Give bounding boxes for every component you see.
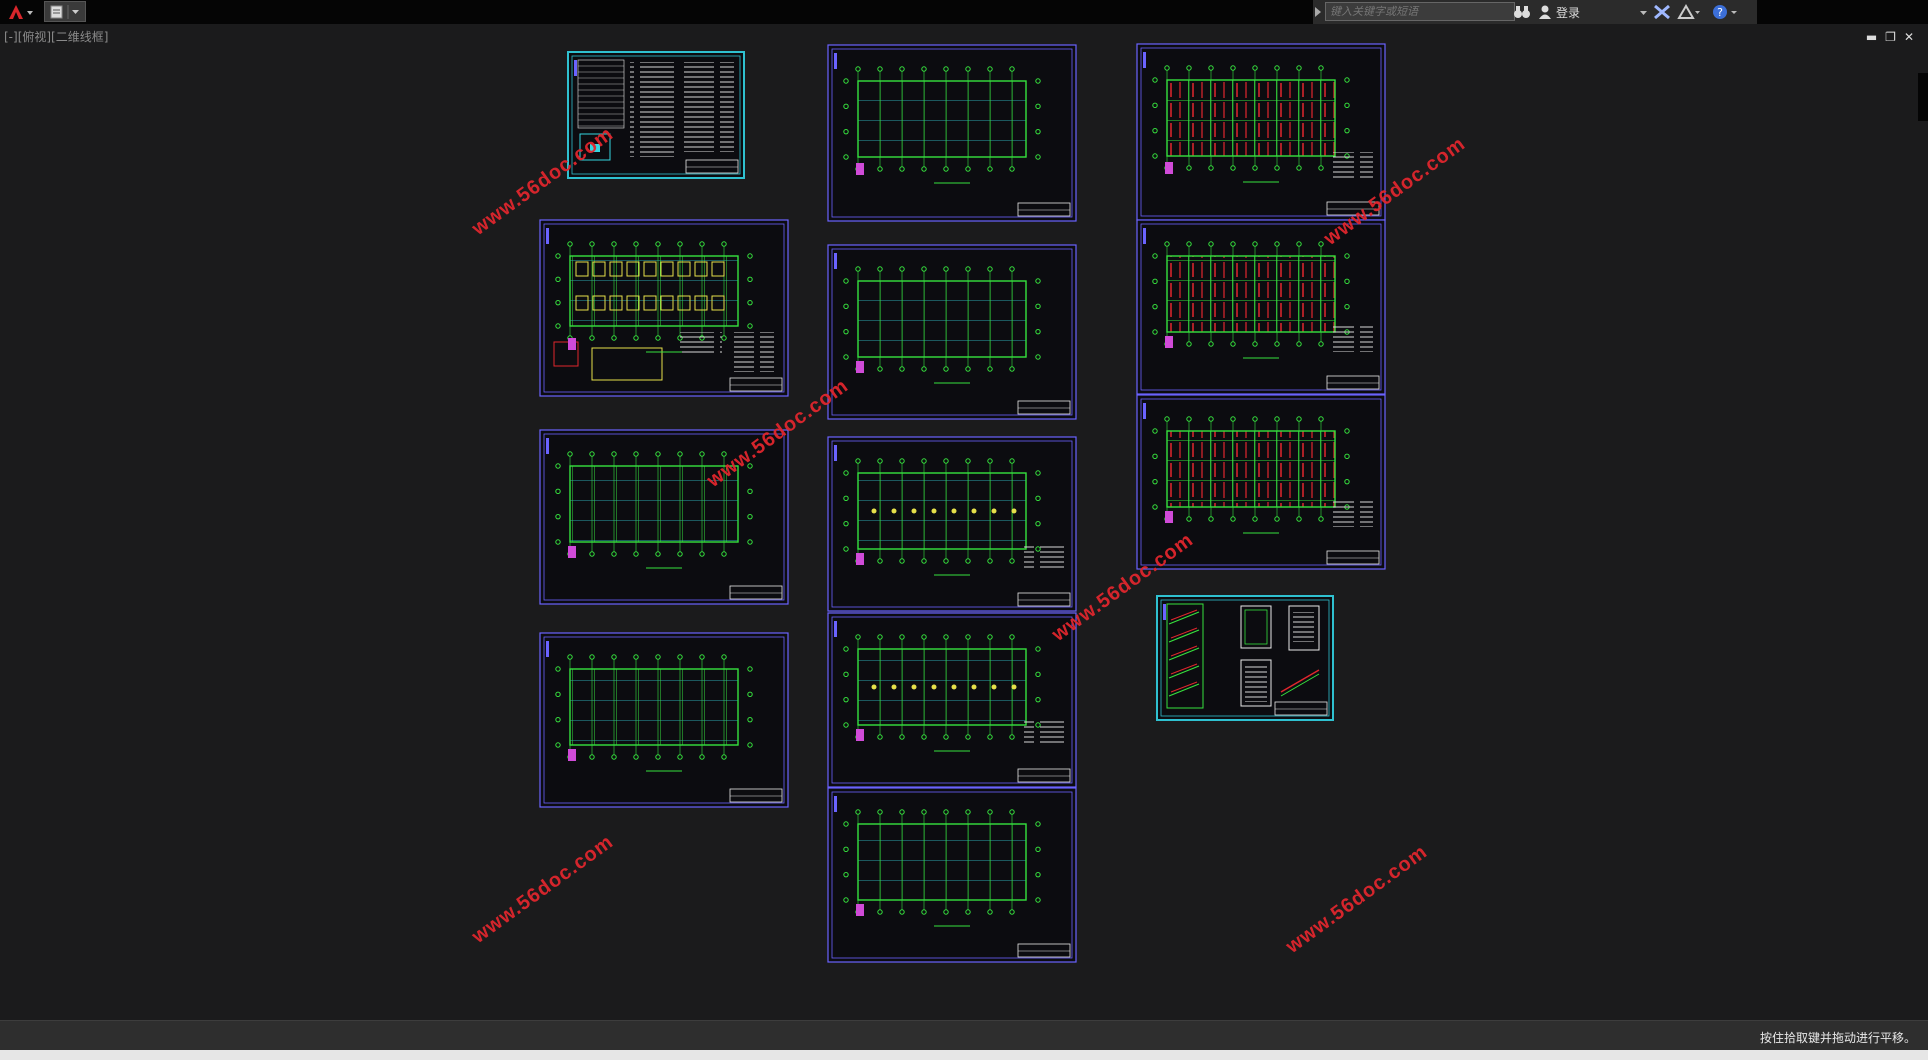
bottom-strip xyxy=(0,1050,1928,1060)
status-bar: 按住拾取键并拖动进行平移。 xyxy=(0,1020,1928,1051)
title-block xyxy=(1017,768,1071,783)
drawing-sheet[interactable] xyxy=(1136,43,1386,221)
title-block xyxy=(1326,375,1380,390)
quick-access-toolbar-button[interactable] xyxy=(44,1,86,22)
svg-text:?: ? xyxy=(1717,6,1723,19)
autocad-logo-icon xyxy=(9,5,33,19)
drawing-sheet[interactable] xyxy=(1156,595,1334,721)
title-bar: 登录 ? xyxy=(0,0,1928,24)
autodesk-icon[interactable] xyxy=(1677,3,1701,21)
status-message: 按住拾取键并拖动进行平移。 xyxy=(1759,1031,1916,1045)
title-block xyxy=(729,788,783,803)
title-block xyxy=(1017,943,1071,958)
title-block xyxy=(1326,201,1380,216)
title-block xyxy=(1017,400,1071,415)
title-block xyxy=(1326,550,1380,565)
drawing-sheet[interactable] xyxy=(539,219,789,397)
application-menu-button[interactable] xyxy=(0,0,40,24)
document-icon xyxy=(50,4,79,19)
title-block xyxy=(1017,202,1071,217)
drawing-canvas[interactable] xyxy=(0,24,1928,1020)
help-icon[interactable]: ? xyxy=(1711,3,1739,21)
login-button[interactable]: 登录 xyxy=(1537,3,1580,21)
drawing-sheet[interactable] xyxy=(539,429,789,605)
drawing-sheet[interactable] xyxy=(567,51,745,179)
expand-search-icon[interactable] xyxy=(1313,4,1323,20)
login-dropdown-icon[interactable] xyxy=(1640,9,1648,17)
drawing-sheet[interactable] xyxy=(827,612,1077,788)
binoculars-icon[interactable] xyxy=(1513,3,1531,21)
title-block xyxy=(729,377,783,392)
drawing-window-controls: ▬ ❐ ✕ xyxy=(1866,30,1914,44)
drawing-sheet[interactable] xyxy=(827,244,1077,420)
title-block xyxy=(1274,701,1328,716)
login-label: 登录 xyxy=(1556,5,1581,20)
scrollbar-thumb[interactable] xyxy=(1918,73,1928,121)
exchange-icon[interactable] xyxy=(1653,3,1671,21)
drawing-sheet[interactable] xyxy=(1136,394,1386,570)
infocenter-bar: 登录 ? xyxy=(1313,0,1757,24)
search-input[interactable] xyxy=(1325,2,1515,21)
restore-icon[interactable]: ❐ xyxy=(1885,30,1896,44)
title-block xyxy=(685,159,739,174)
close-icon[interactable]: ✕ xyxy=(1903,30,1914,44)
drawing-sheet[interactable] xyxy=(827,44,1077,222)
minimize-icon[interactable]: ▬ xyxy=(1865,30,1878,44)
title-block xyxy=(729,585,783,600)
title-block xyxy=(1017,592,1071,607)
drawing-sheet[interactable] xyxy=(1136,219,1386,395)
drawing-sheet[interactable] xyxy=(827,787,1077,963)
drawing-sheet[interactable] xyxy=(539,632,789,808)
viewport-controls-label[interactable]: [-][俯视][二维线框] xyxy=(4,30,109,44)
drawing-sheet[interactable] xyxy=(827,436,1077,612)
user-icon xyxy=(1539,5,1551,19)
